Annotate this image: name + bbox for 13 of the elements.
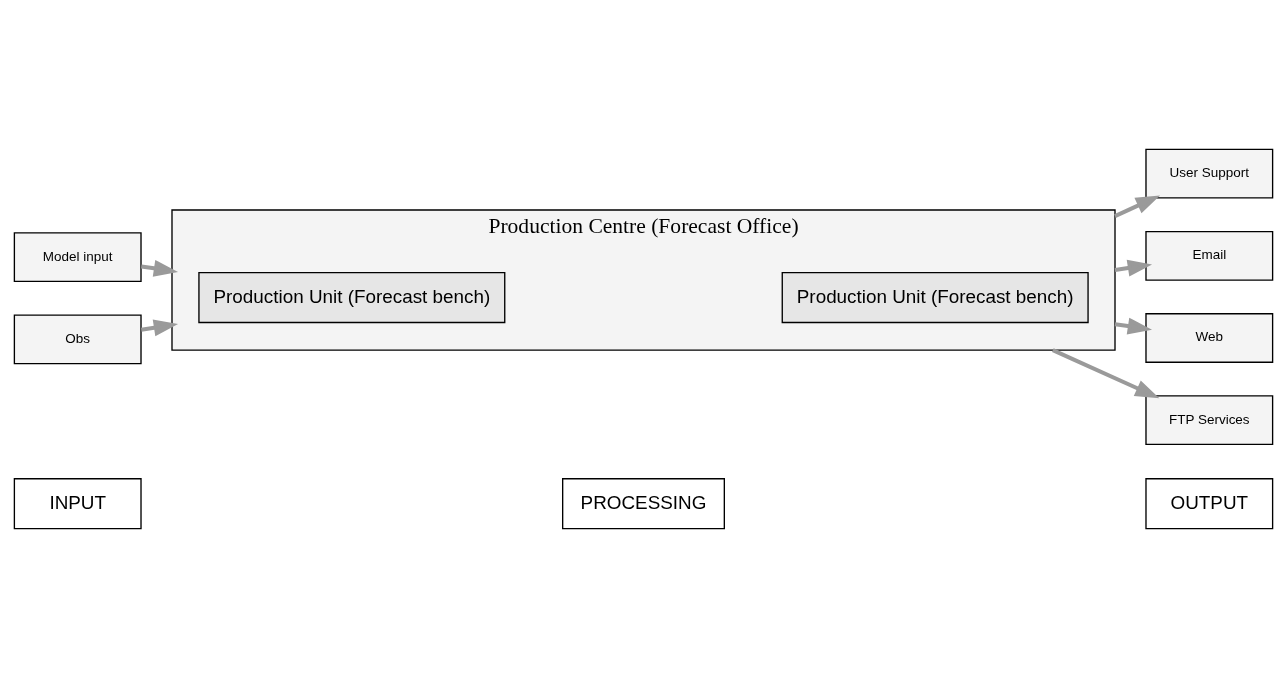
node-box: FTP Services	[1145, 394, 1274, 445]
node-box: Email	[1145, 230, 1274, 281]
node-box: Web	[1145, 312, 1274, 363]
node-box: Production Unit (Forecast bench)	[781, 271, 1089, 323]
node-box: PROCESSING	[562, 477, 725, 529]
node-box: Obs	[13, 313, 142, 364]
arrow	[1052, 347, 1160, 398]
arrow	[1114, 195, 1161, 218]
node-box: User Support	[1145, 148, 1274, 199]
node-box: Production Unit (Forecast bench)	[198, 271, 506, 323]
node-box: OUTPUT	[1145, 477, 1274, 529]
node-box: INPUT	[13, 477, 142, 529]
node-box: Model input	[13, 231, 142, 282]
